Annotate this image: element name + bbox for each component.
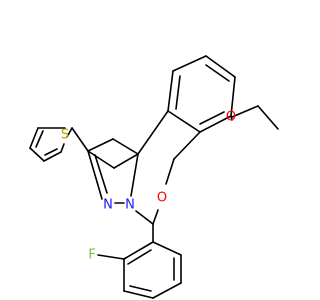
- atom-sulfur-label: S: [61, 128, 69, 143]
- bond-thiophene-c2-c3-inner: [35, 130, 44, 148]
- atom-nitrogen-b-label: N: [125, 198, 135, 213]
- atom-nitrogen-a-label: N: [103, 198, 113, 213]
- bond-phenyl-4: [152, 282, 182, 299]
- atom-fluorine-label: F: [88, 248, 95, 263]
- bond-c4-c5: [113, 153, 139, 169]
- bond-thiophene-c4-c5-inner: [44, 148, 58, 156]
- bond-phenyl-6: [152, 241, 182, 256]
- bond-o-aryl: [165, 158, 175, 185]
- bond-c3-upper: [87, 138, 114, 152]
- bond-phenyl-3-inner: [129, 285, 152, 292]
- atom-oxygen-ether-label: O: [226, 110, 236, 125]
- bond-thiophene-s-ring: [66, 127, 73, 138]
- bond-phenyl-1: [123, 241, 154, 260]
- bond-n1-c6: [135, 210, 154, 225]
- bond-thiophene-c2-c3: [29, 127, 39, 149]
- bond-n2-c3-inner: [94, 154, 108, 194]
- bond-thiophene-c5-s: [60, 143, 65, 153]
- atom-oxygen-ring-label: O: [157, 191, 167, 206]
- bond-ch2-ch3: [257, 105, 279, 130]
- bond-benzo-2: [172, 55, 207, 72]
- bond-benzo-1-inner: [175, 75, 181, 110]
- bond-benzo-5-inner: [199, 111, 225, 125]
- bond-benzo-to-o: [173, 131, 201, 160]
- bond-ether-o-ch2: [231, 105, 259, 118]
- bond-thiophene-c3-c4: [29, 147, 45, 162]
- bond-c5-n1: [130, 153, 139, 197]
- bond-upper-c5: [112, 138, 139, 155]
- bond-benzo-5: [199, 115, 232, 133]
- bond-c5-aryl: [137, 110, 169, 155]
- bond-skeleton: [29, 55, 279, 299]
- bond-phenyl-3: [123, 290, 154, 299]
- bond-benzo-4: [230, 76, 236, 117]
- bond-phenyl-1-inner: [127, 249, 152, 265]
- bond-benzo-3-inner: [205, 64, 230, 82]
- bond-benzo-1: [167, 70, 174, 112]
- canvas-background: [0, 0, 300, 300]
- bond-c6-o: [152, 209, 159, 225]
- bond-benzo-3: [205, 55, 236, 78]
- bond-ether-o: [230, 115, 233, 121]
- heteroatom-labels: S N N O O F: [61, 110, 236, 263]
- bond-thiophene-c4-c5: [43, 151, 62, 162]
- bond-benzo-6: [167, 110, 201, 133]
- bond-thiophene-to-pyrazoline: [71, 127, 89, 152]
- bond-n2-c3: [87, 150, 103, 200]
- bond-c3-c4: [87, 150, 115, 169]
- bond-phenyl-to-f: [97, 254, 125, 260]
- molecule-structure: S N N O O F: [0, 0, 300, 300]
